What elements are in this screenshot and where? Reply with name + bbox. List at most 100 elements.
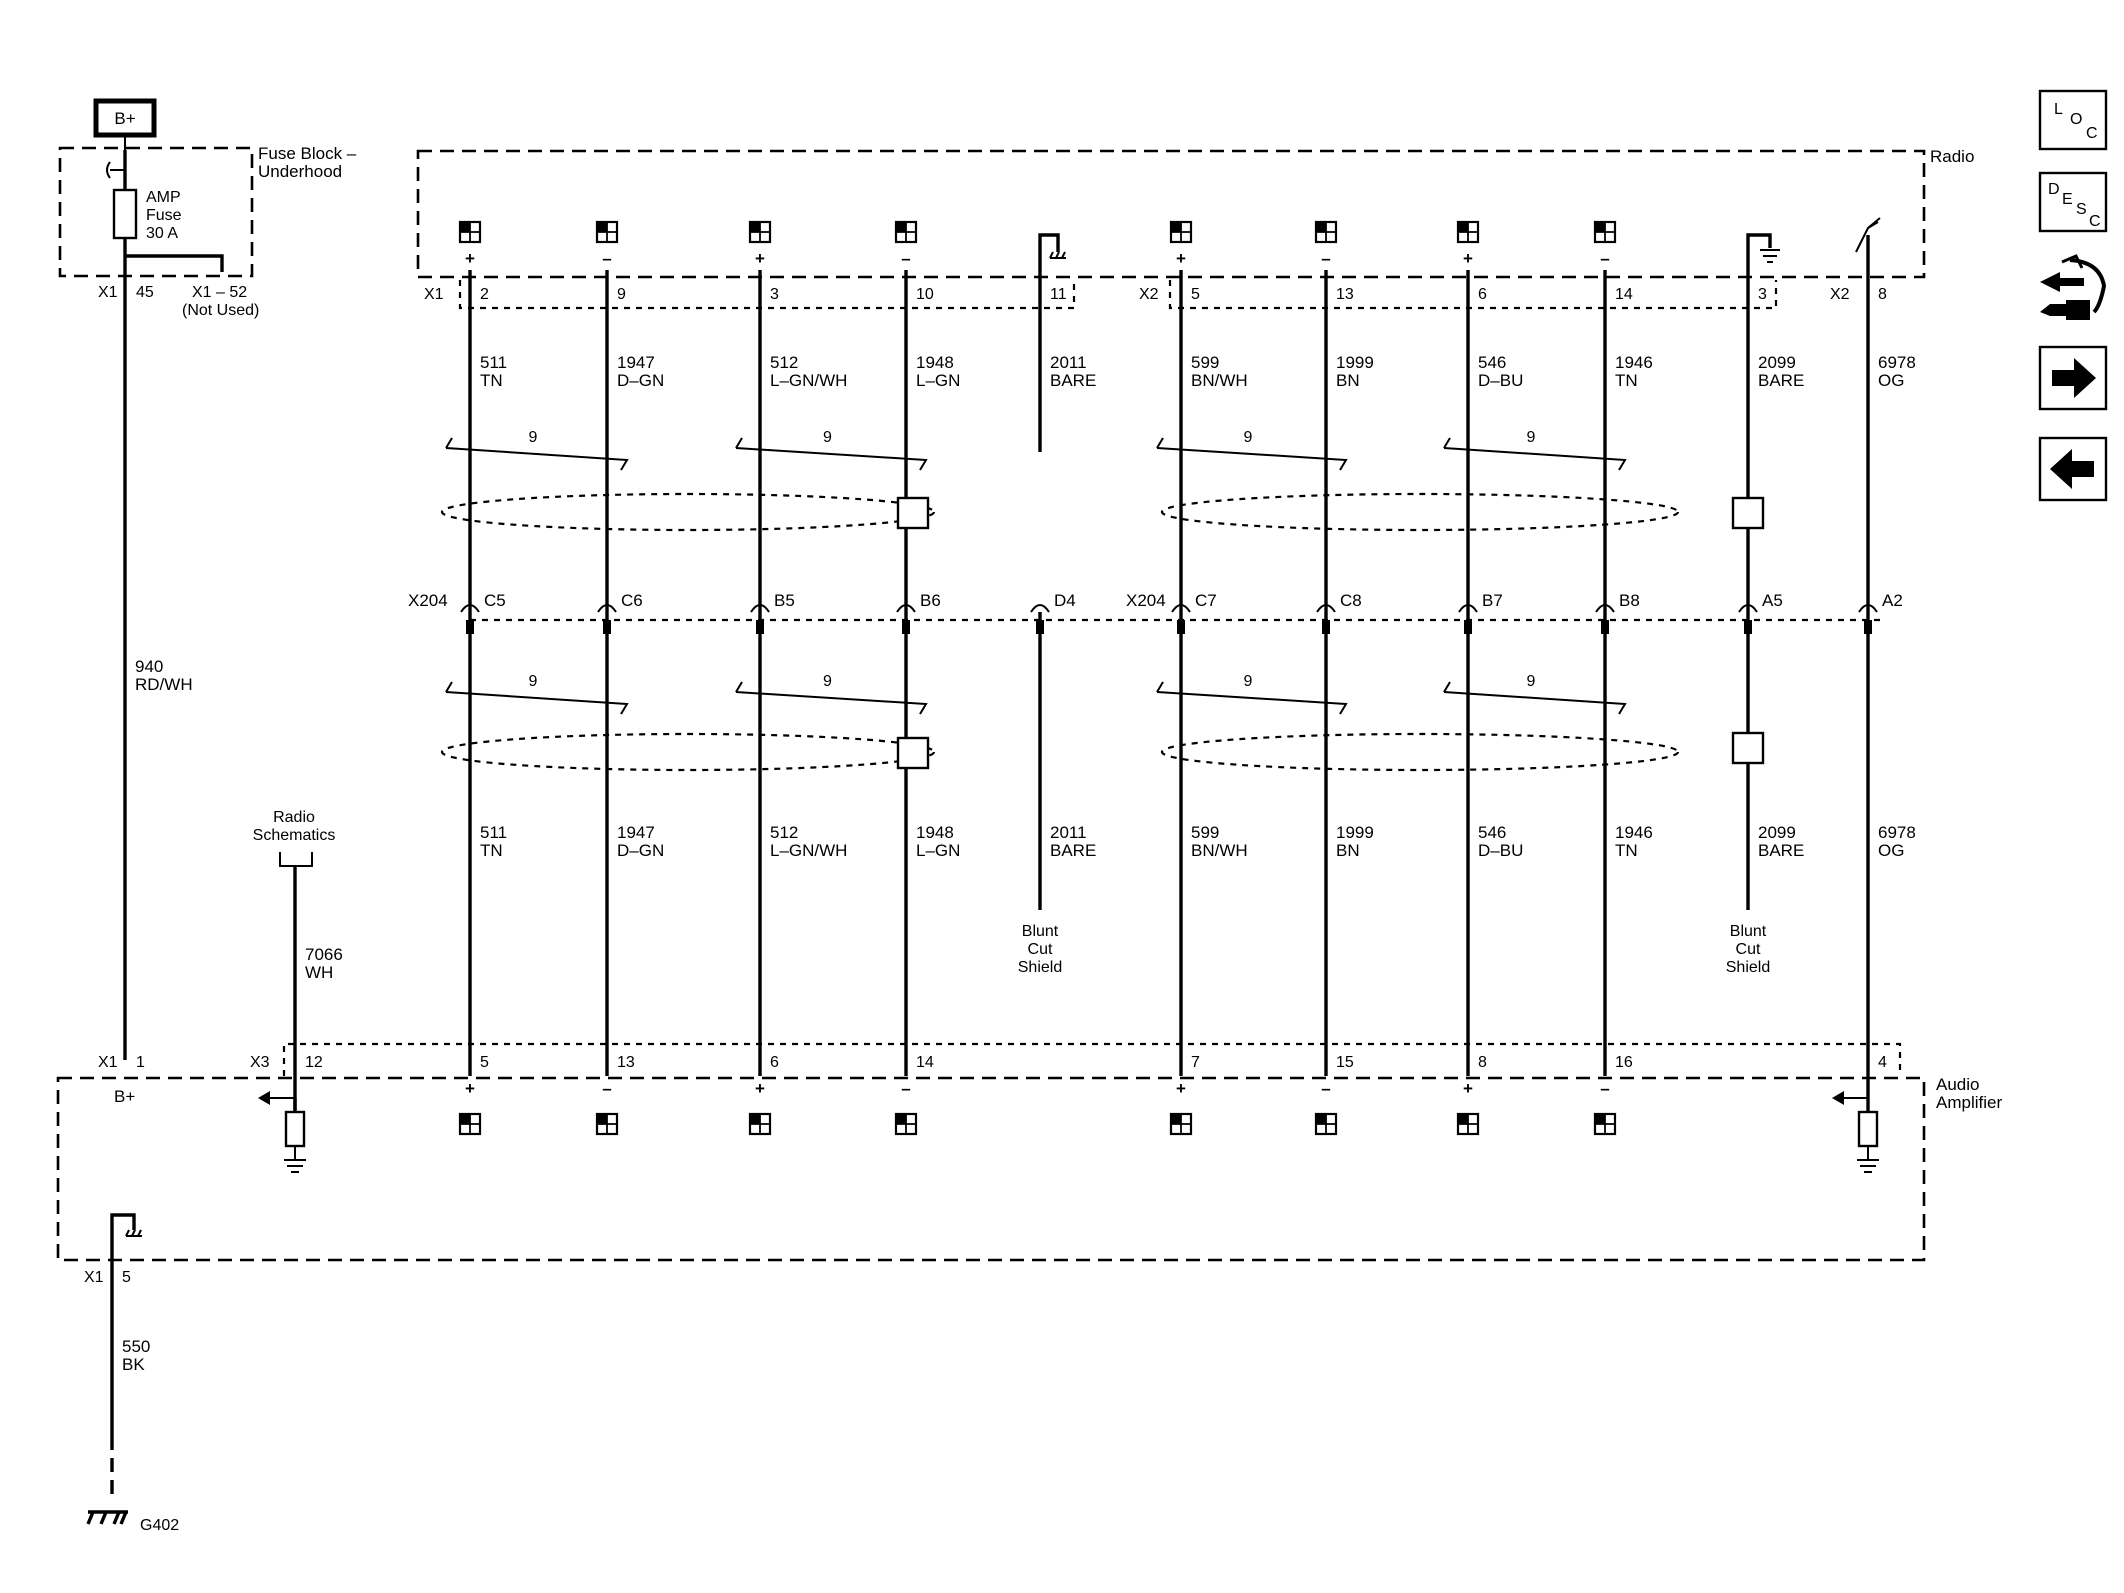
twist-count: 9 — [823, 673, 832, 690]
speaker-terminal-icon — [595, 220, 619, 244]
amp-x3: X3 — [250, 1054, 270, 1071]
upper-wire-color: BN — [1336, 371, 1360, 390]
amp-pin: 8 — [1478, 1054, 1487, 1071]
x204-pin: D4 — [1054, 591, 1076, 610]
fuse-label-1: AMP — [146, 189, 181, 206]
amp-sign: + — [1463, 1079, 1473, 1098]
x204-female-terminal — [1171, 604, 1191, 613]
radio-sign: – — [602, 249, 611, 268]
amplifier-speaker-symbols — [458, 1112, 1617, 1136]
x204-male-terminal — [1864, 620, 1872, 634]
lower-wire-num: 546 — [1478, 823, 1506, 842]
twist-count: 9 — [823, 429, 832, 446]
x204-male-terminal — [1601, 620, 1609, 634]
x204-male-terminal — [756, 620, 764, 634]
upper-wire-color: BN/WH — [1191, 371, 1248, 390]
fuse-block-name-1: Fuse Block – — [258, 144, 357, 163]
twist-count: 9 — [1527, 429, 1536, 446]
svg-text:C: C — [2089, 213, 2101, 230]
amp-x1: X1 — [98, 1054, 118, 1071]
audio-amplifier-outline — [56, 1076, 1926, 1262]
radio-sign: – — [1321, 249, 1330, 268]
amp-pin: 14 — [916, 1054, 934, 1071]
svg-text:O: O — [2070, 111, 2082, 128]
upper-wire-num: 511 — [480, 353, 507, 372]
x204-female-terminal — [1738, 604, 1758, 613]
lower-wire-num: 512 — [770, 823, 798, 842]
previous-page-button[interactable] — [2038, 436, 2108, 502]
radio-pin: 3 — [770, 286, 779, 303]
connector-tool-icon[interactable] — [2040, 254, 2107, 320]
radio-x1-connector — [458, 280, 1076, 310]
amp-ground-x1: X1 — [84, 1269, 104, 1286]
blunt-right-2: Cut — [1736, 941, 1761, 958]
speaker-terminal-icon — [894, 220, 918, 244]
radio-outline — [416, 149, 1926, 279]
lower-wire-num: 2011 — [1050, 823, 1087, 842]
feed-wire-num: 940 — [135, 657, 163, 676]
amp-pin: 7 — [1191, 1054, 1200, 1071]
amp-pin: 16 — [1615, 1054, 1633, 1071]
twist-count: 9 — [1244, 429, 1253, 446]
x204-pin: C8 — [1340, 591, 1362, 610]
shield-ellipse-lower-right — [1160, 732, 1680, 772]
twisted-pair-marker — [1156, 681, 1348, 715]
next-page-button[interactable] — [2038, 345, 2108, 411]
svg-text:D: D — [2048, 181, 2060, 198]
radio-sign: – — [901, 249, 910, 268]
fuse-label-3: 30 A — [146, 225, 178, 242]
radio-speaker-symbols — [458, 220, 1617, 244]
x204-pin: B5 — [774, 591, 795, 610]
speaker-terminal-icon — [1456, 220, 1480, 244]
fuse-block-outline — [58, 146, 254, 278]
radio-pin: 2 — [480, 286, 489, 303]
shield-drain-right — [1746, 233, 1772, 510]
radio-pin: 5 — [1191, 286, 1200, 303]
upper-wire-num: 1946 — [1615, 353, 1653, 372]
lower-wire-num: 1946 — [1615, 823, 1653, 842]
lower-wire-color: D–GN — [617, 841, 664, 860]
radio-pin: 11 — [1050, 286, 1067, 303]
chassis-ground-icon — [1049, 251, 1066, 259]
blunt-left-1: Blunt — [1022, 923, 1059, 940]
upper-wire-num: 2099 — [1758, 353, 1796, 372]
upper-wire-color: BARE — [1050, 371, 1096, 390]
input-resistor-right — [1832, 1091, 1879, 1173]
upper-wire-num: 546 — [1478, 353, 1506, 372]
amp-ground-stub — [110, 1213, 136, 1262]
amp-pin: 6 — [770, 1054, 779, 1071]
upper-wire-num: 1999 — [1336, 353, 1374, 372]
x204-male-terminal — [1177, 620, 1185, 634]
twisted-pair-marker — [445, 681, 629, 715]
amp-chassis-ground-icon — [125, 1229, 142, 1237]
x204-pin: C6 — [621, 591, 643, 610]
svg-text:L: L — [2054, 101, 2063, 118]
speaker-terminal-icon — [1314, 1112, 1338, 1136]
unused-fuse-stub — [125, 254, 224, 272]
upper-wire-color: TN — [1615, 371, 1638, 390]
location-button[interactable]: L O C — [2038, 89, 2108, 151]
lower-wire-labels: 511TN1947D–GN512L–GN/WH1948L–GN2011BARE5… — [480, 823, 1916, 860]
shield-terminal-lr — [1731, 731, 1765, 765]
x204-female-terminal — [896, 604, 916, 613]
shield-terminal-ll — [896, 736, 930, 770]
x204-male-terminal — [1744, 620, 1752, 634]
amplifier-x3-connector — [282, 1042, 1902, 1076]
lower-wire-color: L–GN — [916, 841, 960, 860]
radio-schematics-1: Radio — [273, 809, 315, 826]
lower-wire-num: 1947 — [617, 823, 655, 842]
description-button[interactable]: D E S C — [2038, 171, 2108, 233]
x204-pin: C5 — [484, 591, 506, 610]
amplifier-name-1: Audio — [1936, 1075, 1979, 1094]
lower-wire-color: TN — [480, 841, 503, 860]
twisted-pair-marker — [1443, 681, 1627, 715]
svg-text:E: E — [2062, 191, 2073, 208]
amp-sign: – — [1321, 1079, 1330, 1098]
amp-sign: + — [465, 1079, 475, 1098]
lower-wire-num: 511 — [480, 823, 507, 842]
amplifier-sign-labels: +–+–+–+– — [465, 1079, 1610, 1098]
lower-wire-color: OG — [1878, 841, 1904, 860]
speaker-terminal-icon — [1593, 220, 1617, 244]
